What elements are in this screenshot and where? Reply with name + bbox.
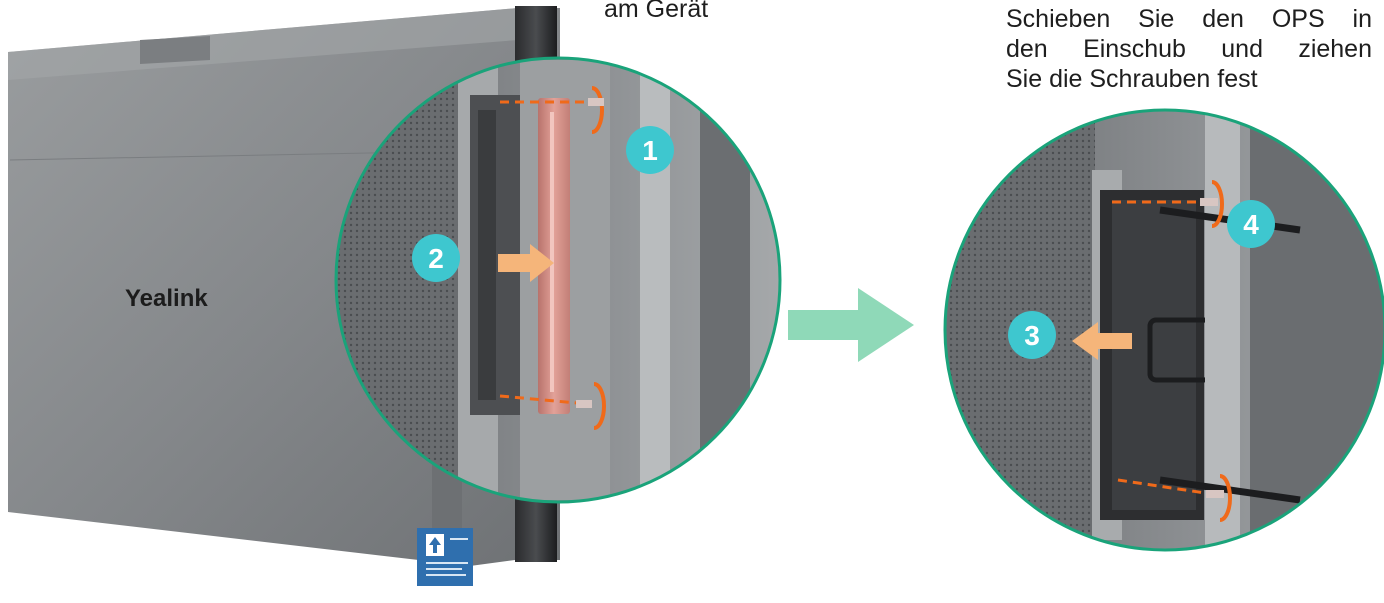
device-label-sticker	[417, 528, 473, 586]
step-number-4: 4	[1243, 209, 1259, 240]
step-badge-2: 2	[412, 234, 460, 282]
up-arrow-icon	[426, 534, 444, 556]
step-number-3: 3	[1024, 320, 1040, 351]
step-number-2: 2	[428, 243, 444, 274]
caption-left: am Gerät	[604, 0, 709, 23]
step-badge-3: 3	[1008, 311, 1056, 359]
step-number-1: 1	[642, 135, 658, 166]
caption-right-line-1: Schieben Sie den OPS in	[1006, 5, 1372, 33]
screw-icon-top-left	[500, 86, 604, 134]
step-badge-4: 4	[1227, 200, 1275, 248]
insert-arrow-icon	[1072, 322, 1132, 360]
screw-icon-bottom-left	[499, 382, 606, 430]
brand-logo: Yealink	[125, 285, 208, 312]
screw-icon-bottom-right	[1117, 474, 1232, 522]
caption-right: Schieben Sie den OPS in den Einschub und…	[1006, 4, 1372, 94]
caption-right-line-3: Sie die Schrauben fest	[1006, 65, 1258, 93]
screw-icon-top-right	[1112, 180, 1224, 228]
push-arrow-icon	[498, 244, 554, 282]
flow-arrow-icon	[788, 288, 914, 362]
caption-right-line-2: den Einschub und ziehen	[1006, 35, 1372, 63]
step-badge-1: 1	[626, 126, 674, 174]
